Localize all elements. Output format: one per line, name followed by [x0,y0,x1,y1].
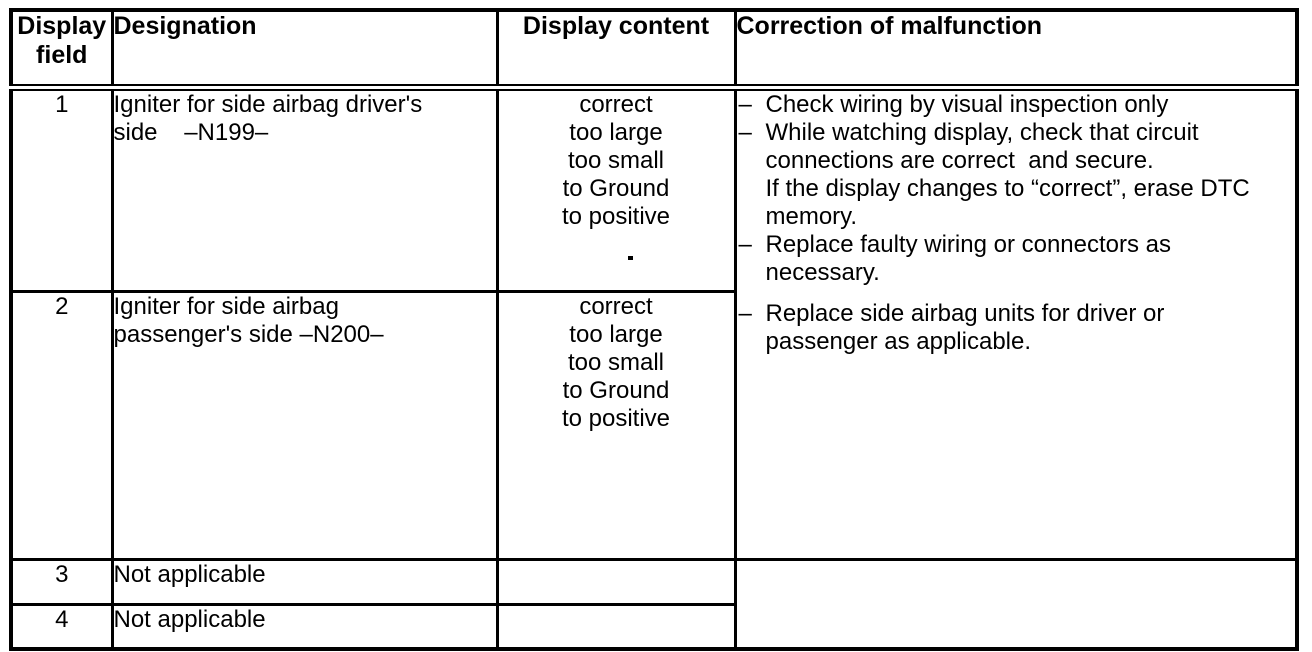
header-display-content: Display content [495,8,737,91]
header-display-field-line2: field [36,41,88,69]
display-content-line: too small [567,147,665,174]
display-content-line: too small [567,349,665,376]
row2-display-content: correct too large too small to Ground to… [495,290,737,561]
malfunction-table: Display field Designation Display conten… [9,8,1299,651]
correction-line: memory. [765,203,858,230]
row1-designation: Igniter for side airbag driver's side –N… [110,86,499,293]
display-content-line: to Ground [562,377,670,404]
table-row-1: 1 Igniter for side airbag driver's side … [9,86,1299,561]
correction-item: – Check wiring by visual inspection only [738,91,1294,119]
correction-line: connections are correct and secure. [765,147,1154,174]
correction-item: – Replace faulty wiring or connectors as… [738,231,1294,287]
display-content-line: to positive [561,405,671,432]
row3-designation-line1: Not applicable [113,561,266,589]
stray-scan-mark [628,256,633,260]
row1-designation-line1: Igniter for side airbag driver's [113,91,423,118]
header-designation: Designation [110,8,499,91]
header-correction: Correction of malfunction [733,8,1299,91]
dash-bullet: – [738,231,752,258]
row2-designation-line1: Igniter for side airbag [113,293,339,321]
correction-line: necessary. [765,259,880,286]
row2-designation: Igniter for side airbag passenger's side… [110,290,499,561]
row3-field-number: 3 [9,558,114,606]
correction-item: – Replace side airbag units for driver o… [738,300,1294,356]
correction-cell-rows-1-2: – Check wiring by visual inspection only… [733,86,1299,561]
correction-line: Check wiring by visual inspection only [765,91,1169,118]
display-content-line: to positive [561,203,671,230]
table-row-2: 2 Igniter for side airbag passenger's si… [9,290,1297,561]
row1-designation-line2: side –N199– [113,119,269,146]
correction-item: – While watching display, check that cir… [738,119,1294,231]
correction-list-bottom: – Replace side airbag units for driver o… [738,300,1294,356]
dash-bullet: – [738,300,752,327]
table-row-4: 4 Not applicable [9,603,1297,651]
correction-line: If the display changes to “correct”, era… [765,175,1250,202]
row3-display-content-empty [495,558,737,606]
table-row-3: 3 Not applicable [9,558,1299,651]
correction-line: Replace side airbag units for driver or [765,300,1165,327]
display-content-line: too large [569,119,663,146]
dash-bullet: – [738,91,752,118]
display-content-line: correct [579,91,653,118]
header-display-field-line1: Display [17,12,107,40]
display-content-line: correct [579,293,653,321]
correction-line: passenger as applicable. [765,328,1032,355]
display-content-line: too large [569,321,663,348]
correction-line: While watching display, check that circu… [765,119,1199,146]
row4-display-content-empty [495,603,737,651]
row1-display-content: correct too large too small to Ground to… [495,86,737,293]
row3-designation: Not applicable [110,558,499,606]
row4-designation: Not applicable [110,603,499,651]
correction-list-top: – Check wiring by visual inspection only… [738,91,1294,287]
row1-field-number: 1 [9,86,114,293]
table-header-row: Display field Designation Display conten… [9,8,1299,91]
row2-field-number: 2 [9,290,114,561]
row2-designation-line2: passenger's side –N200– [113,321,384,348]
display-content-line: to Ground [562,175,670,202]
row4-designation-line1: Not applicable [113,606,266,633]
correction-line: Replace faulty wiring or connectors as [765,231,1172,258]
row4-field-number: 4 [9,603,114,651]
header-display-field: Display field [9,8,114,91]
dash-bullet: – [738,119,752,146]
correction-cell-rows-3-4-empty [733,558,1299,651]
